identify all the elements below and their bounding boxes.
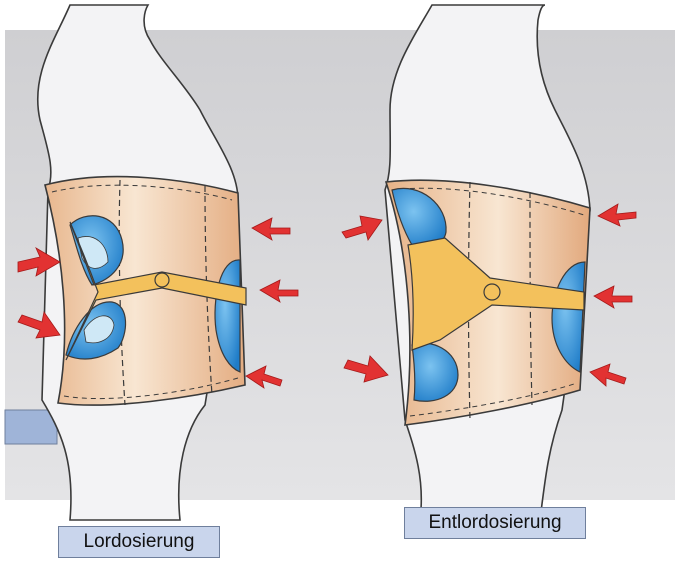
left-strap-ring — [155, 273, 169, 287]
lordosierung-label: Lordosierung — [58, 526, 220, 558]
platform — [5, 410, 57, 444]
entlordosierung-label: Entlordosierung — [404, 507, 586, 539]
right-strap-ring — [484, 284, 500, 300]
